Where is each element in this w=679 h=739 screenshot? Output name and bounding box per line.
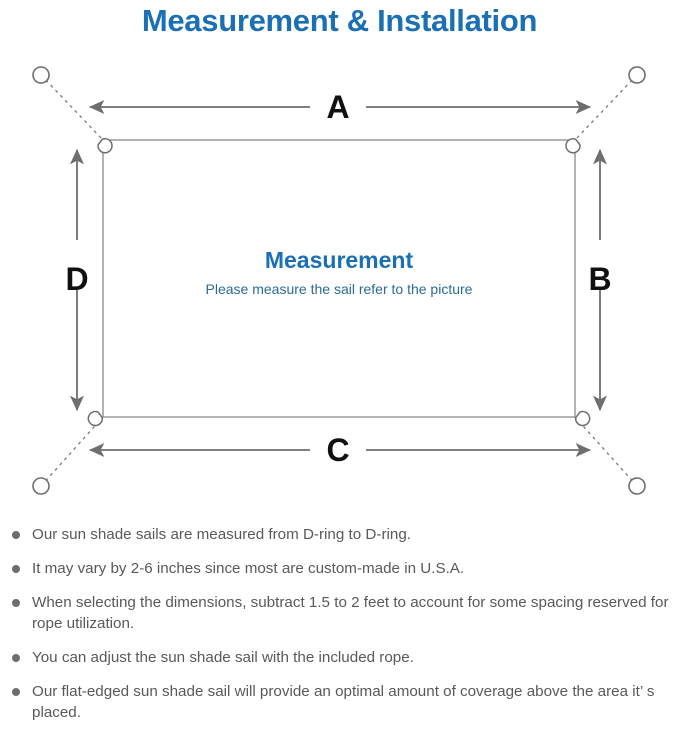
measurement-diagram-svg: A C D B Measurement Please measure the s… bbox=[32, 66, 646, 495]
bullet-icon bbox=[12, 688, 20, 696]
bullet-icon bbox=[12, 565, 20, 573]
d-ring-bottom-left-icon bbox=[87, 410, 104, 427]
anchor-top-right-icon bbox=[628, 66, 646, 84]
bullet-icon bbox=[12, 599, 20, 607]
dimension-c-label: C bbox=[326, 432, 349, 468]
d-ring-bottom-right-icon bbox=[574, 410, 591, 427]
rope-top-right bbox=[574, 74, 638, 141]
list-item: It may vary by 2-6 inches since most are… bbox=[0, 558, 679, 579]
rope-bottom-left bbox=[40, 416, 104, 487]
dimension-b-label: B bbox=[588, 261, 611, 297]
list-item: When selecting the dimensions, subtract … bbox=[0, 592, 679, 634]
list-item: You can adjust the sun shade sail with t… bbox=[0, 647, 679, 668]
anchor-bottom-left-icon bbox=[32, 477, 50, 495]
bullet-icon bbox=[12, 531, 20, 539]
anchor-points bbox=[32, 66, 646, 495]
bullet-icon bbox=[12, 654, 20, 662]
measurement-diagram: A C D B Measurement Please measure the s… bbox=[0, 50, 679, 520]
page-title: Measurement & Installation bbox=[141, 3, 538, 38]
sail-label-subtitle: Please measure the sail refer to the pic… bbox=[206, 281, 473, 297]
dimension-a-label: A bbox=[326, 89, 349, 125]
d-rings bbox=[87, 138, 591, 427]
sail-rectangle bbox=[102, 139, 576, 418]
rope-bottom-right bbox=[574, 416, 638, 487]
list-item: Our sun shade sails are measured from D-… bbox=[0, 524, 679, 545]
note-text: Our sun shade sails are measured from D-… bbox=[32, 526, 411, 543]
rope-top-left bbox=[40, 74, 104, 141]
list-item: Our flat-edged sun shade sail will provi… bbox=[0, 681, 679, 723]
notes-list: Our sun shade sails are measured from D-… bbox=[0, 524, 679, 736]
sail-label-title: Measurement bbox=[265, 247, 414, 273]
dimension-a: A bbox=[88, 89, 592, 125]
anchor-bottom-right-icon bbox=[628, 477, 646, 495]
note-text: When selecting the dimensions, subtract … bbox=[32, 594, 669, 632]
d-ring-top-left-icon bbox=[97, 138, 113, 154]
rope-lines bbox=[40, 74, 638, 487]
dimension-d-label: D bbox=[65, 261, 88, 297]
dimension-b: B bbox=[588, 148, 612, 412]
note-text: Our flat-edged sun shade sail will provi… bbox=[32, 683, 655, 721]
dimension-d: D bbox=[65, 148, 89, 412]
note-text: You can adjust the sun shade sail with t… bbox=[32, 649, 414, 666]
d-ring-top-right-icon bbox=[565, 138, 581, 154]
note-text: It may vary by 2-6 inches since most are… bbox=[32, 560, 465, 577]
anchor-top-left-icon bbox=[32, 66, 50, 84]
dimension-c: C bbox=[88, 432, 592, 468]
